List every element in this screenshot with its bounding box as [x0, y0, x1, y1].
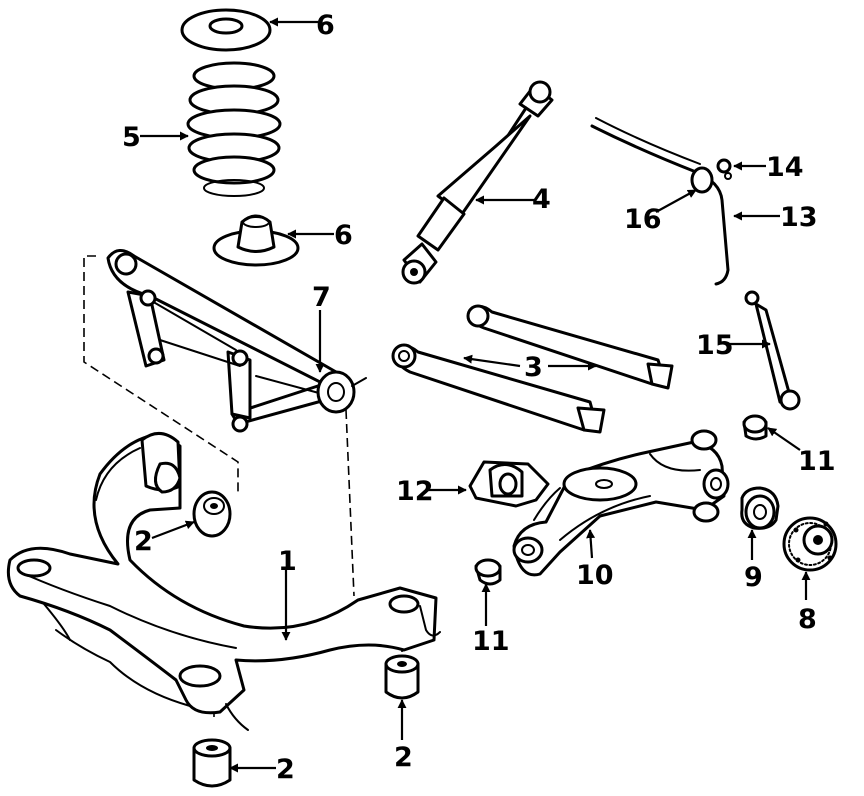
wheel-bearing [740, 486, 780, 530]
callout-8: 8 [798, 604, 817, 635]
callout-9: 9 [744, 562, 763, 593]
callout-15: 15 [696, 330, 734, 361]
callout-2-lower-left: 2 [276, 754, 295, 785]
stabilizer-bar [590, 117, 732, 286]
trailing-arm-bushing-left [474, 558, 502, 586]
trailing-arm [512, 429, 730, 577]
callout-2-upper: 2 [134, 526, 153, 557]
shock-absorber [401, 80, 554, 285]
rear-subframe [6, 432, 441, 731]
callout-5: 5 [122, 122, 141, 153]
callout-1: 1 [278, 546, 297, 577]
leader-lines [140, 17, 811, 773]
callout-3: 3 [524, 352, 543, 383]
callout-13: 13 [780, 202, 818, 233]
wheel-hub [782, 516, 838, 572]
stabilizer-link [744, 290, 801, 411]
callout-labels: 6 5 6 7 4 3 14 13 16 15 11 12 10 11 9 8 … [122, 10, 836, 785]
callout-2-lower-right: 2 [394, 742, 413, 773]
upper-spring-insulator [180, 8, 272, 52]
callout-6-upper: 6 [316, 10, 335, 41]
subframe-bushing-lower-right [384, 654, 420, 700]
subframe-bushing-lower-left [192, 738, 232, 788]
callout-16: 16 [624, 204, 662, 235]
callout-7: 7 [312, 282, 331, 313]
trailing-arm-bushing-right [742, 414, 768, 441]
upper-control-arm [466, 304, 674, 390]
lower-control-arm [391, 343, 606, 434]
callout-11-right: 11 [798, 446, 836, 477]
callout-14: 14 [766, 152, 804, 183]
coil-spring [186, 61, 282, 197]
callout-11-left: 11 [472, 626, 510, 657]
callout-10: 10 [576, 560, 614, 591]
lower-spring-seat [212, 214, 300, 267]
callout-12: 12 [396, 476, 434, 507]
callout-6-lower: 6 [334, 220, 353, 251]
callout-4: 4 [532, 184, 551, 215]
upper-crossmember [106, 249, 367, 433]
trailing-arm-mount [468, 460, 550, 508]
subframe-bushing-upper [192, 490, 232, 538]
